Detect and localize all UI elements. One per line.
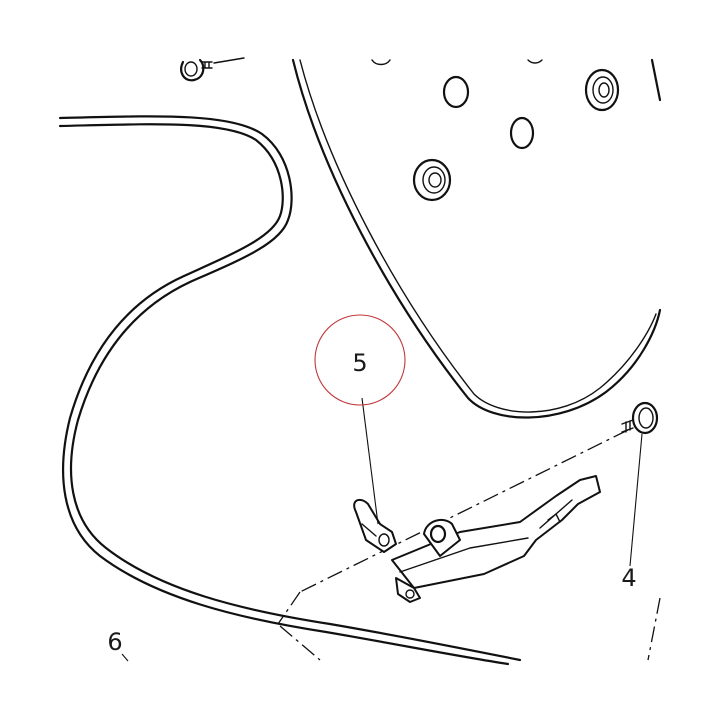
panel-body <box>291 58 662 419</box>
panel-holes <box>412 68 620 202</box>
panel-hole <box>509 116 535 150</box>
callout-leader-6 <box>121 653 129 662</box>
screw-part-4 <box>621 401 659 567</box>
seal-strip <box>58 115 522 666</box>
callout-highlight-circle <box>314 314 406 406</box>
top-left-screw <box>180 57 245 82</box>
panel-grommet <box>412 158 452 202</box>
hinge-bracket-part-5 <box>353 397 601 603</box>
callout-label-5: 5 <box>352 349 367 377</box>
panel-grommet <box>584 68 620 112</box>
assembly-axis-lines <box>277 429 661 661</box>
callout-label-6: 6 <box>107 628 122 656</box>
panel-hole <box>442 75 470 109</box>
callout-label-4: 4 <box>621 564 636 592</box>
